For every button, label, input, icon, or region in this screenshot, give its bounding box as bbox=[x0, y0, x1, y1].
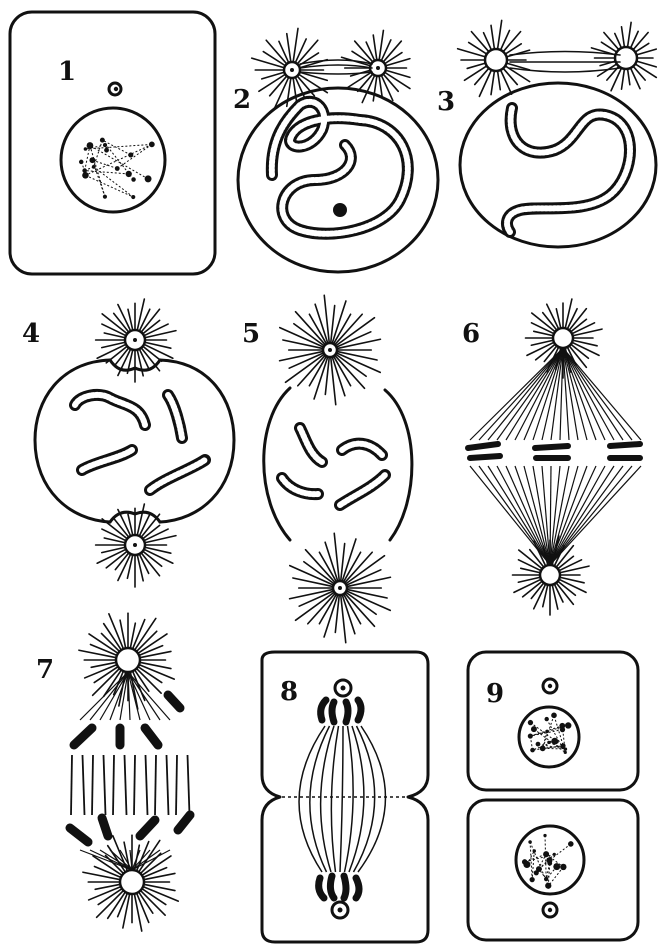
chromosomes-8-bottom bbox=[319, 876, 359, 898]
aster-3-right bbox=[591, 22, 656, 90]
stage-4-label: 4 bbox=[22, 319, 40, 349]
stage-8-label: 8 bbox=[280, 677, 298, 707]
stage-3-late-prophase: 3 bbox=[437, 20, 656, 247]
chromosomes-8-top bbox=[321, 700, 361, 722]
stage-5-metaphase-early: 5 bbox=[242, 295, 412, 642]
stage-8-telophase: 8 bbox=[262, 652, 428, 942]
stage-9-label: 9 bbox=[486, 679, 504, 709]
chromatin-network-1 bbox=[79, 138, 155, 199]
cell-1-membrane bbox=[10, 12, 215, 274]
centriole-1 bbox=[114, 87, 118, 91]
metaphase-plate-chromosomes-6 bbox=[468, 444, 640, 458]
nuclear-envelope-4 bbox=[35, 360, 234, 522]
chromatin-thread-3 bbox=[507, 108, 630, 232]
spindle-2 bbox=[300, 60, 372, 74]
aster-2-right bbox=[342, 30, 410, 102]
chromosomes-7-upper bbox=[74, 695, 180, 745]
nucleus-1 bbox=[61, 108, 165, 212]
stage-2-early-prophase: 2 bbox=[233, 28, 438, 272]
aster-5-bottom bbox=[290, 533, 391, 642]
stage-1-interphase-cell: 1 bbox=[10, 12, 215, 274]
stage-6-label: 6 bbox=[462, 319, 480, 349]
centriole-9-top bbox=[548, 684, 552, 688]
nucleolus-2 bbox=[333, 203, 347, 217]
stage-5-label: 5 bbox=[242, 319, 260, 349]
aster-7-top bbox=[79, 613, 174, 709]
centriole-9-bottom bbox=[548, 908, 552, 912]
stage-7-label: 7 bbox=[36, 655, 54, 685]
daughter-cell-9-top bbox=[468, 652, 638, 790]
chromosomes-7-lower bbox=[70, 815, 190, 842]
nuclear-envelope-5-right bbox=[385, 390, 412, 540]
stage-9-daughter-cells: 9 bbox=[468, 652, 638, 940]
chromosomes-5 bbox=[282, 428, 385, 505]
stage-7-anaphase: 7 bbox=[36, 613, 190, 931]
aster-4-bottom bbox=[96, 504, 176, 587]
aster-2-left bbox=[252, 28, 328, 108]
spindle-fibers-8 bbox=[299, 726, 385, 872]
stage-6-metaphase: 6 bbox=[462, 299, 641, 615]
stage-3-label: 3 bbox=[437, 87, 455, 117]
chromosomes-4 bbox=[75, 395, 205, 490]
aster-7-bottom bbox=[83, 835, 178, 931]
aster-3-left bbox=[458, 20, 530, 96]
aster-5-top bbox=[280, 295, 381, 404]
nuclear-envelope-5-left bbox=[264, 388, 290, 540]
stage-1-label: 1 bbox=[58, 57, 76, 87]
stage-4-prometaphase: 4 bbox=[22, 299, 234, 587]
daughter-cell-9-bottom bbox=[468, 800, 638, 940]
centriole-8-top bbox=[341, 686, 346, 691]
chromatin-network-9-top bbox=[528, 713, 572, 755]
centriole-8-bottom bbox=[338, 908, 343, 913]
stage-2-label: 2 bbox=[233, 85, 251, 115]
chromatin-network-9-bottom bbox=[522, 834, 574, 889]
